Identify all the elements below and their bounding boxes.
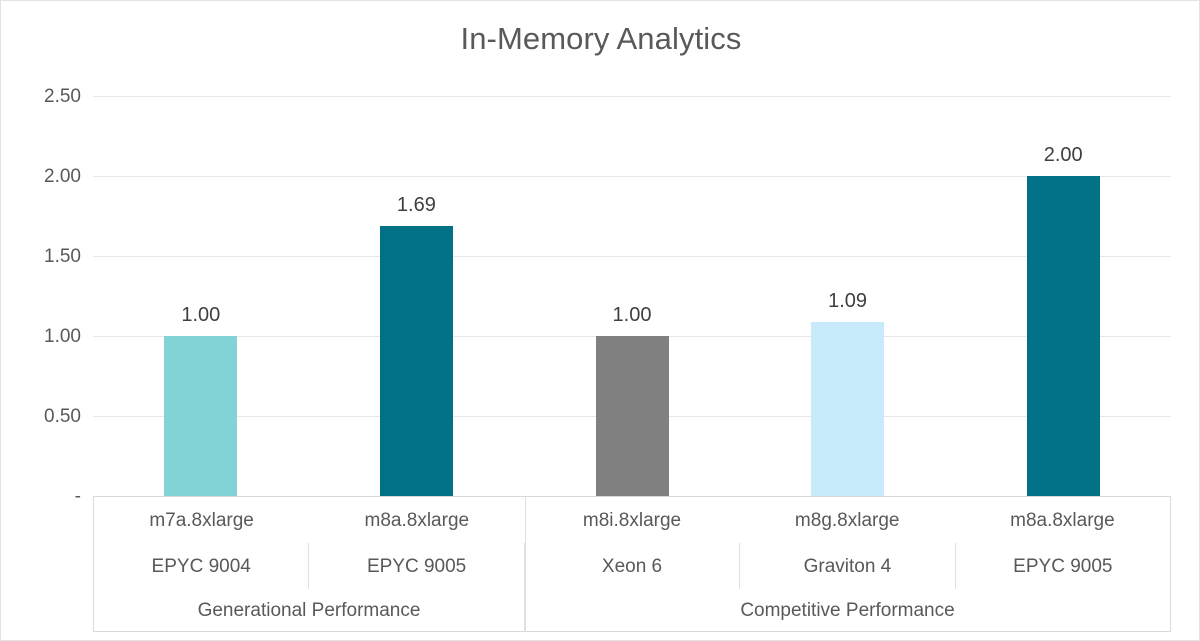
bar-value-label: 1.09: [828, 289, 868, 312]
group-separator: [525, 497, 527, 631]
bar-value-label: 2.00: [1043, 144, 1083, 166]
y-axis-tick-label: 2.50: [44, 86, 81, 107]
bar[interactable]: [164, 336, 238, 496]
bar[interactable]: [811, 321, 885, 496]
instance-label: m8a.8xlarge: [364, 509, 470, 531]
instance-label: m8a.8xlarge: [1010, 509, 1115, 531]
group-name-row: Generational Performance Competitive Perf…: [94, 589, 1170, 631]
cpu-label: Graviton 4: [740, 543, 956, 589]
plot-area: 1.00 1.69 1.00 1.09 2.00: [93, 96, 1171, 497]
bar[interactable]: [595, 336, 669, 496]
bar[interactable]: [379, 225, 453, 496]
cpu-label: EPYC 9004: [94, 543, 310, 589]
instance-label: m8g.8xlarge: [794, 509, 900, 531]
y-axis-tick-label: 0.50: [44, 406, 81, 427]
gridline: [93, 176, 1171, 177]
y-axis-tick-label: 1.50: [44, 246, 81, 267]
bar[interactable]: [1026, 176, 1100, 496]
category-label-table: m7a.8xlarge m8a.8xlarge m8i.8xlarge m8g.8xl…: [93, 496, 1171, 632]
instance-name-row: m7a.8xlarge m8a.8xlarge m8i.8xlarge m8g.8xl…: [94, 497, 1170, 543]
cpu-label: Xeon 6: [525, 543, 741, 589]
instance-label: m7a.8xlarge: [149, 509, 254, 531]
cpu-label: EPYC 9005: [309, 543, 525, 589]
group-label: Competitive Performance: [740, 599, 955, 621]
y-axis-tick-label: -: [74, 486, 81, 507]
y-axis-tick-label: 2.00: [44, 166, 81, 187]
y-axis-tick-label: 1.00: [44, 326, 81, 347]
cpu-label: EPYC 9005: [1013, 555, 1113, 577]
gridline: [93, 256, 1171, 257]
bar-value-label: 1.69: [396, 193, 436, 216]
chart-title: In-Memory Analytics: [460, 21, 742, 56]
gridline: [93, 96, 1171, 97]
bar-value-label: 1.00: [612, 304, 652, 326]
instance-label: m8i.8xlarge: [582, 509, 682, 531]
bar-value-label: 1.00: [181, 304, 221, 326]
group-label: Generational Performance: [94, 589, 525, 631]
